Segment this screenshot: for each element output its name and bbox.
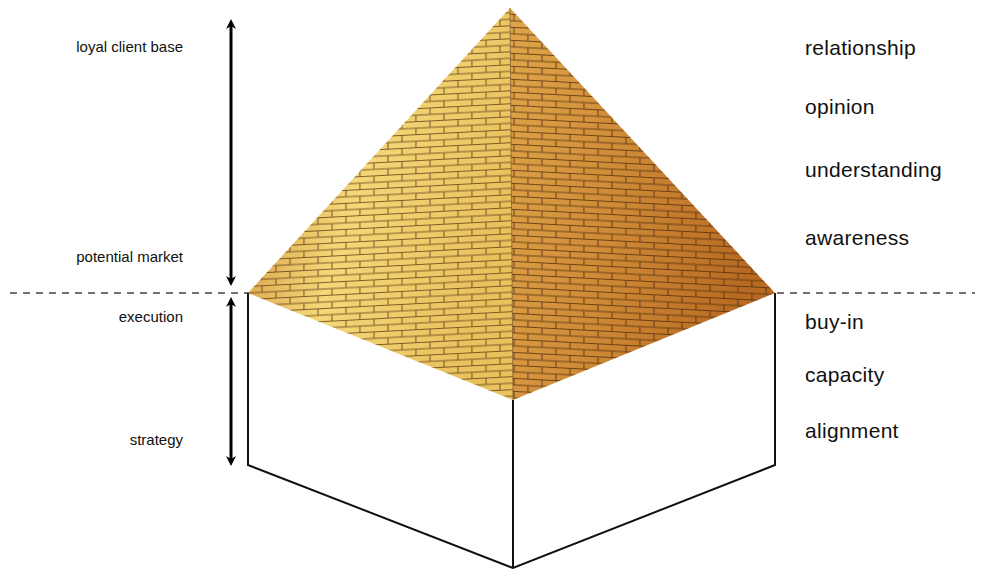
stage-label: buy-in (805, 309, 864, 334)
range-arrow (230, 24, 233, 281)
stage-label: understanding (805, 157, 942, 182)
pyramid-right-bricks (510, 8, 775, 400)
stage-label: opinion (805, 94, 875, 119)
range-label: loyal client base (76, 38, 183, 56)
stage-label: capacity (805, 362, 884, 387)
stage-label: relationship (805, 35, 916, 60)
stage-label: alignment (805, 418, 899, 443)
range-label: execution (119, 308, 183, 326)
pyramid-right-face (510, 8, 775, 400)
pyramid-edge (510, 8, 513, 400)
range-label: strategy (130, 431, 183, 449)
range-label: potential market (76, 248, 183, 266)
pyramid-left-bricks (248, 8, 513, 400)
range-arrow (230, 302, 233, 461)
stage-label: awareness (805, 225, 909, 250)
pyramid-left-face (248, 8, 513, 400)
